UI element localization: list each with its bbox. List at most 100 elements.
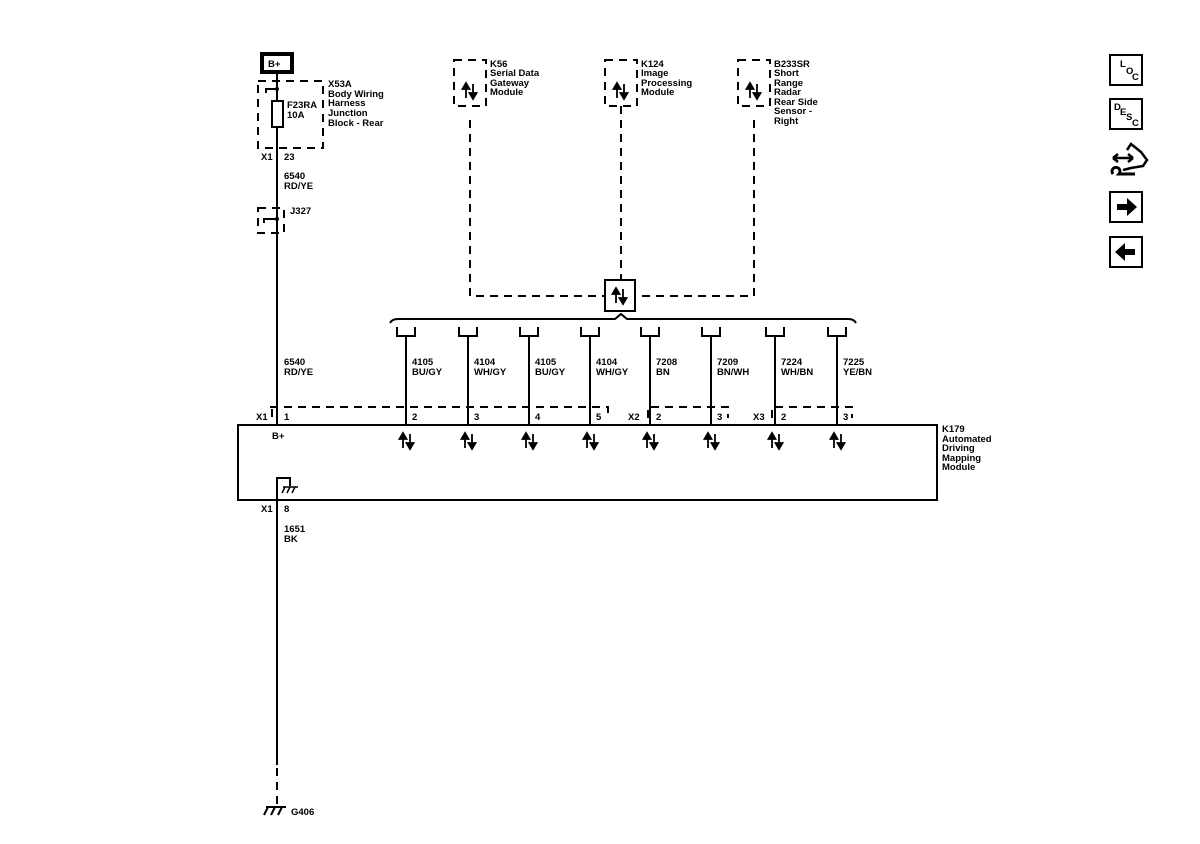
- svg-text:Sensor -: Sensor -: [774, 106, 812, 117]
- svg-text:Gateway: Gateway: [490, 78, 530, 89]
- internal-ground: [276, 477, 291, 500]
- previous-page-icon[interactable]: [1109, 236, 1143, 268]
- wire-circuit: 7209: [717, 357, 738, 368]
- serial-data-link: [635, 120, 755, 297]
- bidirectional-data-icon: [829, 432, 846, 450]
- svg-text:L: L: [1120, 59, 1126, 70]
- svg-text:S: S: [1126, 112, 1132, 123]
- module-k56-outline: [453, 59, 487, 107]
- wire-color: WH/GY: [596, 367, 629, 378]
- junction-block-name: Harness: [328, 98, 366, 109]
- svg-text:Processing: Processing: [641, 78, 692, 89]
- module-id: K56: [490, 59, 507, 70]
- svg-text:C: C: [1132, 72, 1139, 83]
- wire-color: WH/BN: [781, 367, 813, 378]
- pin-label: 3: [843, 412, 848, 423]
- bidirectional-data-icon: [642, 432, 659, 450]
- wire-color: RD/YE: [284, 367, 313, 378]
- junction-terminal: [265, 88, 277, 93]
- svg-text:Short: Short: [774, 68, 800, 79]
- pin-label: 2: [656, 412, 661, 423]
- connector-repair-icon[interactable]: [1109, 140, 1149, 184]
- wire-circuit: 4104: [474, 357, 496, 368]
- wire-line: [827, 327, 847, 425]
- bidirectional-data-icon: [398, 432, 415, 450]
- wire-circuit: 7208: [656, 357, 677, 368]
- module-id: B233SR: [774, 59, 810, 70]
- fuse-id: F23RA: [287, 100, 317, 111]
- junction-block-id: X53A: [328, 79, 352, 90]
- junction-block-name: Block - Rear: [328, 118, 384, 129]
- wire-color: YE/BN: [843, 367, 872, 378]
- svg-text:Image: Image: [641, 68, 668, 79]
- svg-text:Radar: Radar: [774, 87, 801, 98]
- wire-color: BN: [656, 367, 670, 378]
- svg-text:Rear Side: Rear Side: [774, 97, 818, 108]
- fuse-symbol: [271, 100, 284, 128]
- pin-label: 2: [781, 412, 786, 423]
- bidirectional-data-icon: [767, 432, 784, 450]
- pin-label: 3: [474, 412, 479, 423]
- main-module-k179-outline: [237, 424, 938, 501]
- svg-text:E: E: [1120, 107, 1126, 118]
- pin-label: 23: [284, 152, 295, 163]
- wire-line: [701, 327, 721, 425]
- pin-label: 3: [717, 412, 722, 423]
- svg-text:O: O: [1126, 66, 1133, 77]
- bidirectional-data-icon: [582, 432, 599, 450]
- serial-data-symbol: [604, 279, 636, 312]
- wire-line: [458, 327, 478, 425]
- splice-id: J327: [290, 206, 311, 217]
- pin-label: 5: [596, 412, 602, 423]
- wire-circuit: 4104: [596, 357, 618, 368]
- bidirectional-data-icon: [521, 432, 538, 450]
- wire-color: BU/GY: [535, 367, 566, 378]
- junction-block-name: Body Wiring: [328, 89, 384, 100]
- module-id: K124: [641, 59, 664, 70]
- junction-block-outline: [257, 80, 324, 149]
- pin-label: 1: [284, 412, 290, 423]
- svg-text:Module: Module: [942, 462, 975, 473]
- pin-label: 8: [284, 504, 289, 515]
- bus-brace: [389, 312, 857, 324]
- wire-line: [765, 327, 785, 425]
- connector-label: X2: [628, 412, 640, 423]
- connector-label: X1: [261, 504, 273, 515]
- wire-line: [640, 327, 660, 425]
- wire-circuit: 4105: [535, 357, 557, 368]
- svg-text:Module: Module: [490, 87, 523, 98]
- svg-text:Mapping: Mapping: [942, 453, 981, 464]
- connector-label: X3: [753, 412, 765, 423]
- module-k124-outline: [604, 59, 638, 107]
- wire-circuit: 6540: [284, 171, 305, 182]
- svg-text:Range: Range: [774, 78, 803, 89]
- connector-x1-outline: [270, 406, 609, 418]
- wire-circuit: 7224: [781, 357, 803, 368]
- connector-label: X1: [261, 152, 273, 163]
- chassis-ground-icon: [281, 486, 298, 494]
- svg-text:D: D: [1114, 102, 1121, 113]
- connector-label: X1: [256, 412, 268, 423]
- wire-color: BN/WH: [717, 367, 749, 378]
- pin-label: 2: [412, 412, 417, 423]
- wire-circuit: 7225: [843, 357, 865, 368]
- svg-text:Driving: Driving: [942, 443, 975, 454]
- pin-label: 4: [535, 412, 541, 423]
- bidirectional-data-icon: [460, 432, 477, 450]
- wire-circuit: 6540: [284, 357, 305, 368]
- splice-outline: [257, 207, 285, 234]
- wire-circuit: 1651: [284, 524, 306, 535]
- next-page-icon[interactable]: [1109, 191, 1143, 223]
- power-pin-label: B+: [272, 431, 285, 442]
- wire-color: RD/YE: [284, 181, 313, 192]
- svg-text:C: C: [1132, 118, 1139, 128]
- ground-icon: [263, 806, 286, 816]
